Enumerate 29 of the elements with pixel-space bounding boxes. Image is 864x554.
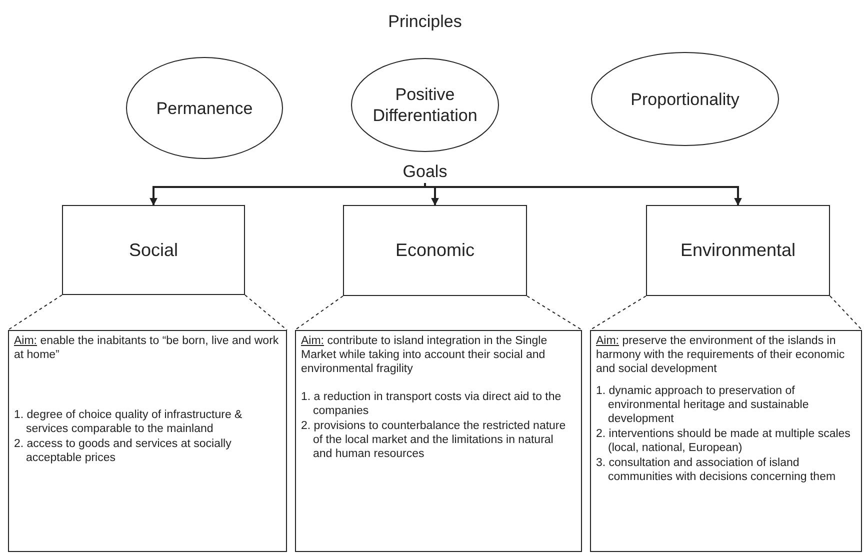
- list-item: 1. dynamic approach to preservation of environmental heritage and sustainable development: [596, 384, 810, 426]
- list-item: 1. degree of choice quality of infrastructure & services comparable to the mainland: [14, 408, 244, 436]
- dashed-connector: [526, 296, 582, 330]
- section-heading: Goals: [395, 161, 455, 183]
- dashed-connector: [590, 296, 646, 330]
- list-item: 2. interventions should be made at multiple scales (local, national, European): [596, 427, 852, 455]
- dashed-connector: [830, 296, 862, 330]
- aim-text: Aim: preserve the environment of the islands in harmony with the requirements of their economic and social development: [596, 334, 846, 376]
- goal-box: Environmental: [646, 205, 830, 296]
- arrow: [424, 183, 742, 206]
- dashed-connector: [244, 294, 288, 330]
- dashed-connector: [294, 296, 344, 330]
- goal-box: Economic: [343, 205, 527, 296]
- detail-box: [590, 330, 862, 552]
- goal-box: Social: [62, 205, 245, 295]
- principle-ellipse: Positive Differentiation: [351, 58, 499, 152]
- principle-ellipse: Proportionality: [591, 52, 779, 146]
- detail-box: [295, 330, 582, 552]
- detail-box: [8, 330, 287, 552]
- aim-text: Aim: contribute to island integration in the Single Market while taking into account their social and environmental fragility: [301, 334, 548, 376]
- list-item: 2. provisions to counterbalance the restricted nature of the local market and the limitations in natural and human resources: [301, 419, 567, 461]
- heading: Principles: [387, 11, 463, 33]
- list-item: 1. a reduction in transport costs via direct aid to the companies: [301, 390, 562, 418]
- list-item: 3. consultation and association of island communities with decisions concerning them: [596, 456, 837, 484]
- arrow: [150, 183, 426, 206]
- principle-ellipse: Permanence: [126, 57, 283, 159]
- dashed-connector: [8, 294, 62, 330]
- aim-text: Aim: enable the inabitants to “be born, live and work at home”: [14, 334, 280, 362]
- list-item: 2. access to goods and services at socially acceptable prices: [14, 437, 232, 465]
